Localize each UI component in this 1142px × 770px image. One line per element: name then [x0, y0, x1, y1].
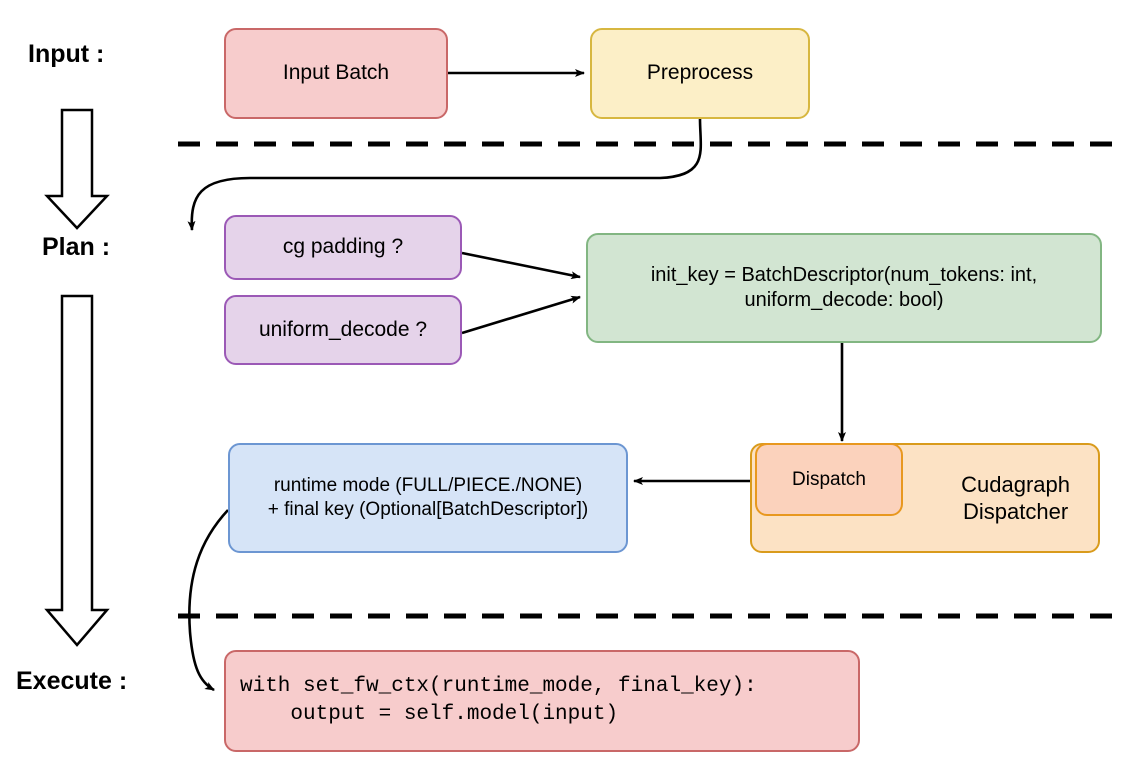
node-cg-padding[interactable]: cg padding ? [224, 215, 462, 280]
input-to-plan-arrow [44, 108, 110, 230]
edge-preprocess-to-cg-padding [187, 118, 703, 231]
node-input-batch[interactable]: Input Batch [224, 28, 448, 119]
edge-uniform-decode-to-init-key [461, 295, 581, 335]
node-dispatch[interactable]: Dispatch [755, 443, 903, 516]
node-execute-code[interactable]: with set_fw_ctx(runtime_mode, final_key)… [224, 650, 860, 752]
stage-label-plan: Plan : [42, 233, 111, 261]
edge-runtime-mode-to-execute-code [188, 509, 229, 692]
node-init-key[interactable]: init_key = BatchDescriptor(num_tokens: i… [586, 233, 1102, 343]
node-runtime-mode[interactable]: runtime mode (FULL/PIECE./NONE) + final … [228, 443, 628, 553]
node-uniform-decode[interactable]: uniform_decode ? [224, 295, 462, 365]
stage-label-input: Input : [28, 40, 105, 68]
plan-to-execute-arrow [44, 294, 110, 647]
stage-label-execute: Execute : [16, 667, 128, 695]
edge-cg-padding-to-init-key [461, 251, 581, 280]
node-preprocess[interactable]: Preprocess [590, 28, 810, 119]
